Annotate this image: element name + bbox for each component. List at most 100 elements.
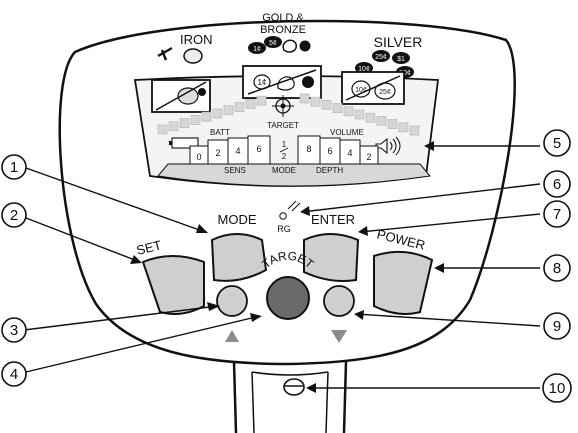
callout-3: 3: [1, 317, 27, 343]
callout-number: 4: [10, 366, 18, 383]
display-segment: [321, 100, 332, 110]
coin-25c-text: 25¢: [375, 54, 387, 61]
down-arrow-button[interactable]: [323, 285, 355, 317]
window-pulltab-icon: [302, 76, 314, 88]
up-arrow-icon: [225, 330, 239, 342]
target-crosshair-icon: [272, 95, 294, 117]
display-segment: [201, 111, 212, 122]
callout-2: 2: [1, 202, 27, 228]
coin-s1-text: $1: [397, 56, 405, 63]
display-segment: [354, 109, 365, 120]
enter-button[interactable]: [303, 233, 360, 282]
display-segment: [157, 124, 168, 135]
callout-circle: [543, 312, 571, 340]
callout-leader-lines: [23, 145, 541, 389]
scale-center-bottom: 2: [282, 152, 287, 161]
scale-label: 4: [235, 146, 240, 156]
leader-2: [25, 217, 141, 263]
set-button-label: SET: [135, 237, 163, 258]
scale-center-top: 1: [282, 140, 287, 149]
up-arrow-button[interactable]: [216, 285, 248, 317]
batt-label: BATT: [210, 128, 230, 137]
gold-bronze-label-line1: GOLD &: [262, 12, 304, 24]
right-segment-bar: [299, 93, 420, 136]
window-strike-line: [155, 81, 207, 111]
display-segment: [299, 93, 310, 104]
window-bottlecap-icon: [198, 88, 206, 96]
power-button[interactable]: [373, 250, 434, 315]
target-display-label: TARGET: [267, 121, 299, 130]
callout-number: 6: [553, 176, 561, 193]
numeric-scale-band: [157, 163, 431, 187]
coin-5c-icon: [264, 36, 282, 48]
leader-9: [355, 313, 541, 327]
fraction-slash: [279, 147, 289, 153]
callout-7: 7: [543, 200, 571, 228]
window-coin-25c-text: 25¢: [379, 89, 391, 96]
display-segment: [376, 116, 387, 126]
leader-7: [359, 213, 541, 233]
rg-label: RG: [277, 224, 291, 234]
coin-10c-icon: [355, 62, 373, 74]
callout-number: 7: [553, 206, 561, 223]
arrowhead-3: [207, 302, 220, 311]
window-strike-line: [247, 69, 317, 95]
nail-icon: [157, 46, 173, 61]
scale-label: 4: [347, 148, 352, 158]
scale-label: 6: [327, 146, 332, 156]
target-button-label: TARGET: [259, 249, 317, 272]
leader-4: [25, 315, 261, 373]
callout-4: 4: [1, 361, 27, 387]
display-segment: [365, 112, 376, 123]
coin-10c-text: 10¢: [358, 66, 370, 73]
leader-3: [23, 305, 219, 331]
volume-label: VOLUME: [330, 128, 364, 137]
set-button[interactable]: [141, 255, 205, 315]
arrowhead-2: [130, 255, 142, 264]
arrowhead-7: [358, 226, 368, 236]
callout-8: 8: [543, 254, 571, 282]
numeric-scale-left: 0 2 4 6: [189, 135, 271, 165]
target-button-label-path: TARGET: [259, 249, 317, 272]
window-ring-icon: [277, 76, 295, 91]
leader-1: [25, 167, 206, 233]
display-segment: [343, 106, 354, 117]
leader-6: [301, 183, 541, 213]
scale-label: 2: [215, 148, 220, 158]
left-segment-bar: [157, 95, 267, 135]
display-segment: [332, 103, 343, 113]
silver-label: SILVER: [374, 34, 423, 50]
display-segment: [168, 121, 179, 132]
arrowhead-9: [354, 310, 364, 320]
arrowhead-4: [250, 313, 262, 322]
window-disc-icon: [177, 87, 199, 105]
scale-label: 6: [256, 144, 261, 154]
callout-number: 2: [10, 207, 18, 224]
coin-25c-icon: [372, 50, 390, 62]
gold-target-window: 1¢: [242, 65, 322, 99]
gold-bronze-label-line2: BRONZE: [260, 24, 306, 36]
coin-50c-text: 50¢: [399, 70, 411, 77]
callout-number: 8: [553, 260, 561, 277]
display-segment: [179, 118, 190, 128]
display-segment: [212, 108, 223, 119]
depth-label: DEPTH: [316, 166, 343, 175]
silver-target-window: 10¢ 25¢: [341, 71, 405, 105]
mode-button[interactable]: [210, 233, 268, 282]
numeric-scale-right: 8 6 4 2: [297, 135, 379, 165]
window-strike-line: [345, 75, 401, 101]
callout-number: 5: [553, 135, 561, 152]
pull-tab-icon: [299, 40, 311, 52]
target-button[interactable]: [266, 276, 310, 320]
window-coin-10c-text: 10¢: [355, 87, 367, 94]
scale-label: 8: [306, 144, 311, 154]
display-segment: [387, 119, 398, 129]
battery-icon-tip: [169, 141, 172, 145]
mode-display-label: MODE: [272, 166, 296, 175]
display-segment: [398, 122, 409, 133]
handle-inner-outline: [251, 371, 329, 433]
callout-circle: [543, 129, 571, 157]
callout-circle: [543, 200, 571, 228]
arrowhead-5: [424, 141, 434, 151]
iron-label: IRON: [180, 32, 213, 47]
